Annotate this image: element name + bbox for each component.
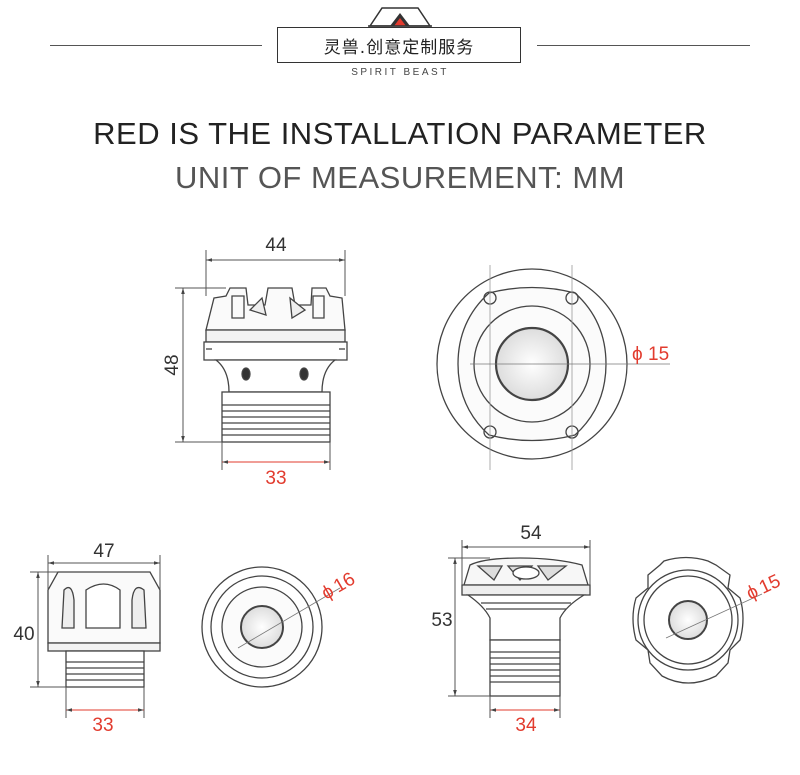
headline-install-note: RED IS THE INSTALLATION PARAMETER — [93, 116, 707, 151]
brand-logo — [368, 4, 432, 28]
cap-c-diameter-label: ϕ 15 — [743, 571, 784, 605]
cap-c-top-view — [632, 556, 763, 684]
cap-a-top-view — [436, 265, 670, 470]
cap-a-width-label: 44 — [265, 235, 287, 256]
cap-b-height-label: 40 — [13, 624, 34, 645]
cap-a-diameter-value: 15 — [648, 344, 669, 365]
cap-c-height-label: 53 — [431, 610, 452, 631]
cap-b-diameter-label: ϕ 16 — [318, 569, 359, 605]
brand-subtitle: SPIRIT BEAST — [351, 67, 449, 78]
cap-b-install-width-label: 33 — [92, 715, 113, 736]
brand-name-box: 灵兽.创意定制服务 — [277, 27, 521, 63]
headline-unit-note: UNIT OF MEASUREMENT: MM — [174, 160, 626, 195]
header-rule-left — [50, 45, 262, 46]
cap-c-install-width-label: 34 — [515, 715, 537, 736]
cap-a-dimension-lines — [175, 250, 346, 470]
cap-a-diameter-label: ϕ 15 — [632, 344, 669, 365]
cap-b-width-label: 47 — [93, 541, 114, 562]
cap-a-side-view — [203, 287, 348, 443]
cap-b-side-view — [47, 571, 161, 688]
cap-a-install-width-label: 33 — [265, 468, 286, 489]
cap-c-dimension-lines — [448, 540, 591, 718]
cap-c-width-label: 54 — [520, 523, 542, 544]
cap-a-height-label: 48 — [162, 354, 183, 375]
cap-b-diameter-value: 16 — [330, 569, 359, 598]
cap-b-dimension-lines — [30, 555, 161, 718]
cap-a-diameter-symbol: ϕ — [632, 344, 643, 365]
cap-b-top-view — [201, 566, 341, 688]
header-rule-right — [537, 45, 750, 46]
cap-c-side-view — [461, 557, 591, 697]
